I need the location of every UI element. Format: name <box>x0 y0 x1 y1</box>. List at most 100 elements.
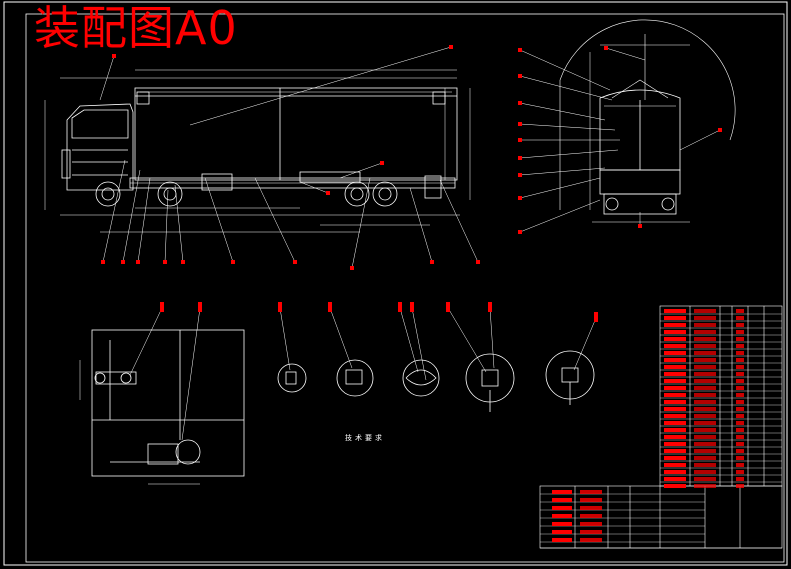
callout-balloon <box>112 54 116 58</box>
callout-balloon <box>293 260 297 264</box>
leader-line <box>519 123 616 131</box>
callout-balloon <box>350 266 354 270</box>
front-wheel <box>95 181 121 207</box>
title-block-cell <box>552 490 572 494</box>
parts-qty-cell <box>736 365 744 369</box>
leader-line <box>339 162 383 179</box>
parts-code-cell <box>694 428 716 432</box>
title-block-cell <box>552 506 572 510</box>
callout-balloon <box>278 302 282 312</box>
callout-balloon <box>488 302 492 312</box>
title-block-cell <box>580 514 602 518</box>
parts-name-cell <box>664 428 686 432</box>
parts-qty-cell <box>736 477 744 481</box>
parts-code-cell <box>694 386 716 390</box>
parts-name-cell <box>664 316 686 320</box>
leader-line <box>204 177 234 263</box>
callout-balloon <box>604 46 608 50</box>
parts-name-cell <box>664 435 686 439</box>
parts-code-cell <box>694 442 716 446</box>
callout-balloon <box>518 122 522 126</box>
leader-line <box>519 177 601 199</box>
parts-qty-cell <box>736 323 744 327</box>
leader-line <box>254 177 296 263</box>
parts-qty-cell <box>736 372 744 376</box>
callout-balloon <box>160 302 164 312</box>
callout-balloon <box>518 138 522 142</box>
leader-line <box>122 169 141 263</box>
leader-line <box>351 177 371 269</box>
door-swing-arc <box>559 19 736 141</box>
parts-code-cell <box>694 316 716 320</box>
parts-qty-cell <box>736 449 744 453</box>
callout-balloon <box>518 48 522 52</box>
parts-name-cell <box>664 442 686 446</box>
callout-balloon <box>518 74 522 78</box>
callout-balloon <box>328 302 332 312</box>
callout-balloon <box>430 260 434 264</box>
parts-qty-cell <box>736 463 744 467</box>
leader-lines <box>99 46 721 441</box>
leader-line <box>519 102 606 121</box>
parts-name-cell <box>664 393 686 397</box>
parts-qty-cell <box>736 358 744 362</box>
parts-code-cell <box>694 351 716 355</box>
parts-qty-cell <box>736 435 744 439</box>
callout-balloon <box>326 191 330 195</box>
leader-line <box>99 55 115 101</box>
section-circle-1 <box>277 363 307 393</box>
callout-balloon <box>449 45 453 49</box>
parts-qty-cell <box>736 407 744 411</box>
title-block-cell <box>580 498 602 502</box>
leader-line <box>409 187 433 263</box>
parts-code-cell <box>694 456 716 460</box>
parts-name-cell <box>664 484 686 488</box>
leader-line <box>447 307 487 373</box>
callout-balloon <box>718 128 722 132</box>
leader-line <box>181 307 201 441</box>
callout-balloon <box>398 302 402 312</box>
leader-line <box>439 179 479 263</box>
parts-name-cell <box>664 337 686 341</box>
truck-cab <box>66 103 134 191</box>
parts-name-cell <box>664 344 686 348</box>
parts-code-cell <box>694 309 716 313</box>
outer-frame <box>3 1 788 566</box>
parts-name-cell <box>664 323 686 327</box>
callout-balloon <box>410 302 414 312</box>
parts-name-cell <box>664 330 686 334</box>
callout-balloon <box>518 101 522 105</box>
parts-qty-cell <box>736 351 744 355</box>
leader-line <box>519 149 619 159</box>
parts-code-cell <box>694 365 716 369</box>
table-red-markings <box>552 309 744 542</box>
leader-line <box>573 317 597 371</box>
detail-a-view <box>79 329 245 485</box>
parts-qty-cell <box>736 337 744 341</box>
parts-name-cell <box>664 449 686 453</box>
parts-name-cell <box>664 407 686 411</box>
leader-line <box>519 199 601 233</box>
parts-code-cell <box>694 463 716 467</box>
callout-balloon <box>476 260 480 264</box>
parts-name-cell <box>664 477 686 481</box>
leader-line <box>137 177 151 263</box>
leader-line <box>164 189 169 263</box>
callout-balloon <box>518 196 522 200</box>
leader-line <box>519 75 613 101</box>
callout-balloon <box>518 173 522 177</box>
callout-balloon <box>101 260 105 264</box>
inner-frame <box>25 13 785 563</box>
title-block <box>539 485 783 549</box>
leader-line <box>299 181 329 194</box>
parts-code-cell <box>694 477 716 481</box>
parts-qty-cell <box>736 428 744 432</box>
section-circle-3 <box>402 359 440 397</box>
rear-wheel-1 <box>344 181 370 207</box>
parts-qty-cell <box>736 316 744 320</box>
technical-requirements-heading: 技术要求 <box>345 434 385 442</box>
parts-code-cell <box>694 344 716 348</box>
section-views <box>277 350 595 412</box>
title-block-cell <box>552 514 572 518</box>
